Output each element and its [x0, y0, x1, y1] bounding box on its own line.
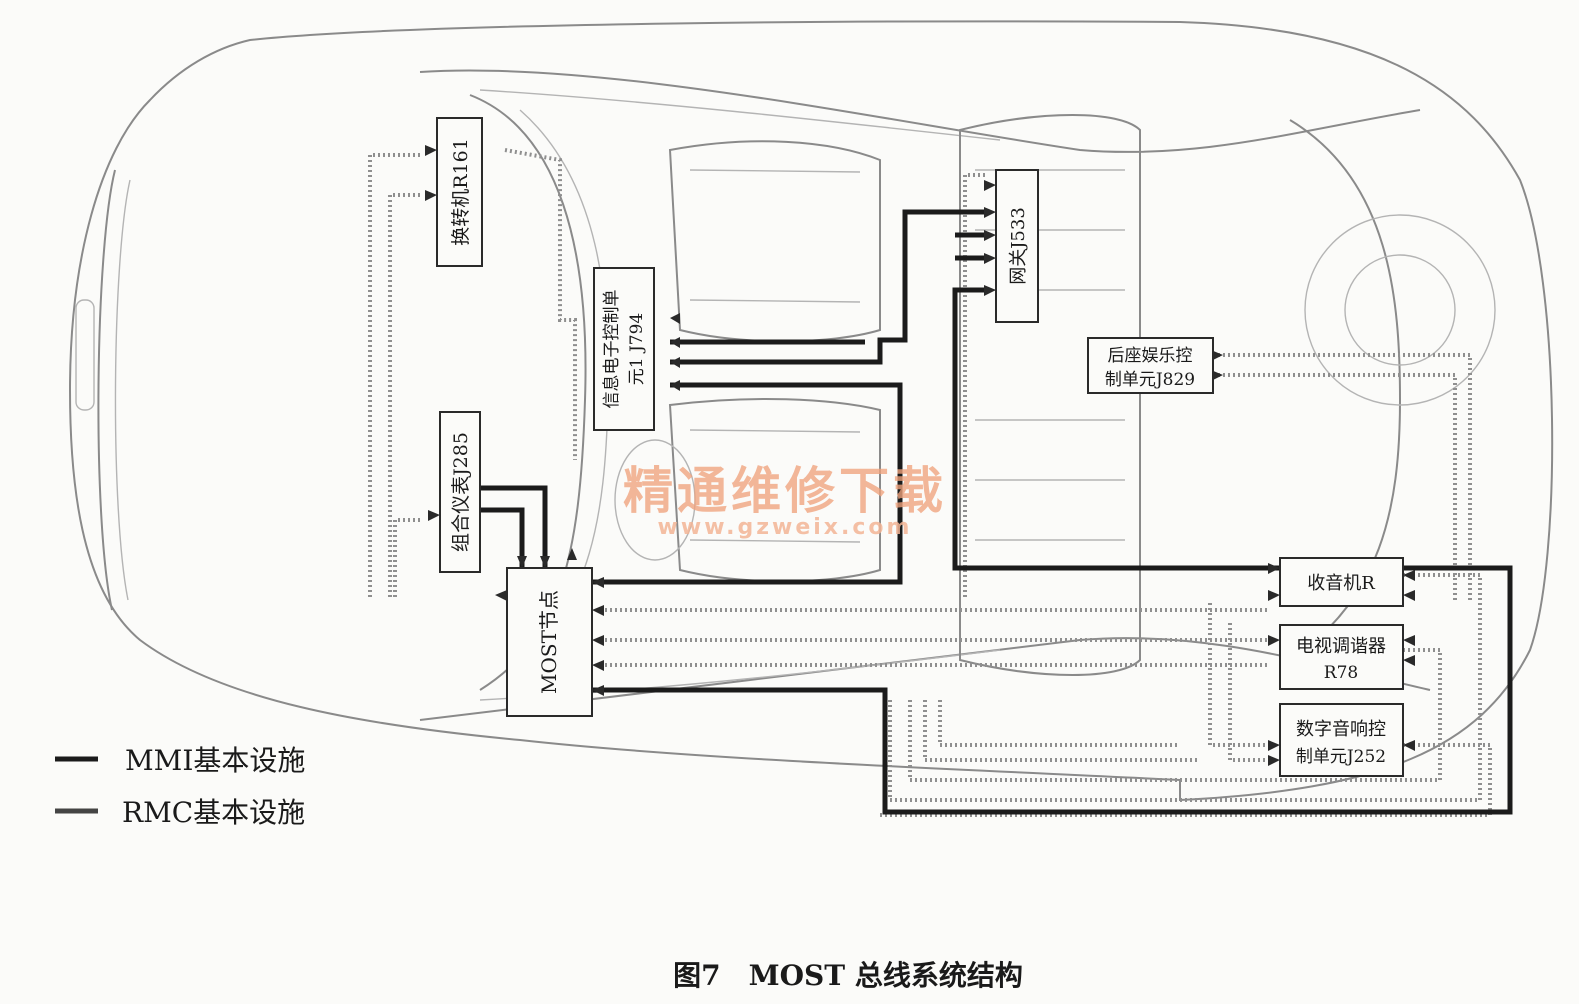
tv-tuner-unit: 电视调谐器 R78 [1279, 624, 1404, 690]
info-ecu-label-2: 元1 J794 [627, 313, 647, 385]
radio-label: 收音机R [1307, 573, 1375, 594]
info-ecu-label-1: 信息电子控制单 [602, 290, 622, 409]
rmc-lines [368, 148, 1492, 817]
rear-ent-label-2: 制单元J829 [1105, 370, 1195, 390]
watermark-url: www.gzweix.com [658, 515, 913, 540]
info-ecu-unit: 信息电子控制单 元1 J794 [593, 267, 655, 431]
arrow-heads [425, 145, 1415, 766]
watermark-text: 精通维修下载 [623, 462, 947, 520]
changer-unit: 换转机R161 [436, 117, 483, 267]
rear-entertainment-unit: 后座娱乐控 制单元J829 [1087, 337, 1214, 394]
rear-ent-label-1: 后座娱乐控 [1108, 346, 1193, 366]
audio-label-2: 制单元J252 [1296, 747, 1386, 767]
audio-unit: 数字音响控 制单元J252 [1279, 703, 1404, 777]
tv-tuner-label-1: 电视调谐器 [1296, 636, 1386, 657]
legend-mmi-label: MMI基本设施 [125, 744, 305, 777]
watermark: 精通维修下载 www.gzweix.com [623, 462, 947, 540]
radio-unit: 收音机R [1279, 557, 1404, 607]
mmi-lines [480, 209, 1513, 815]
gateway-unit: 网关J533 [995, 169, 1039, 323]
legend-rmc-label: RMC基本设施 [122, 796, 305, 829]
figure-caption: 图7 MOST 总线系统结构 [673, 959, 1023, 992]
cluster-label: 组合仪表J285 [450, 432, 472, 552]
changer-label: 换转机R161 [450, 138, 472, 246]
most-node-label: MOST节点 [537, 590, 561, 694]
gateway-label: 网关J533 [1008, 207, 1029, 285]
tv-tuner-label-2: R78 [1324, 663, 1358, 683]
cluster-unit: 组合仪表J285 [439, 411, 481, 573]
audio-label-1: 数字音响控 [1296, 719, 1386, 740]
legend: MMI基本设施 RMC基本设施 [55, 744, 305, 829]
most-node-unit: MOST节点 [506, 567, 593, 717]
